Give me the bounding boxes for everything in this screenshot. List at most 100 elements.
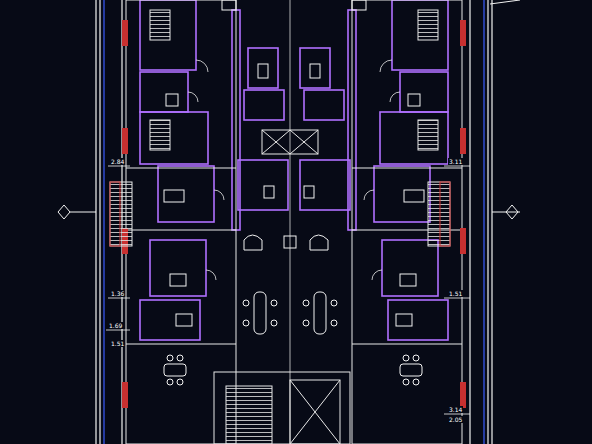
plan-stroke xyxy=(444,166,470,167)
plan-stroke xyxy=(140,300,200,340)
plan-stroke xyxy=(460,382,466,408)
unit-walls xyxy=(140,0,448,444)
plan-stroke xyxy=(262,130,318,154)
plan-stroke xyxy=(392,0,448,70)
plan-stroke xyxy=(58,205,70,219)
plan-stroke xyxy=(110,182,120,246)
dimension-label: 1.36 xyxy=(110,290,125,297)
plan-stroke xyxy=(364,190,374,200)
plan-stroke xyxy=(396,314,412,326)
plan-stroke xyxy=(258,64,268,78)
plan-stroke xyxy=(400,364,422,376)
plan-stroke xyxy=(122,382,128,408)
plan-stroke xyxy=(303,300,309,306)
plan-stroke xyxy=(158,166,214,222)
plan-stroke xyxy=(188,92,198,102)
plan-stroke xyxy=(304,186,314,198)
plan-stroke xyxy=(390,92,400,102)
plan-stroke xyxy=(380,112,448,164)
plan-stroke xyxy=(418,120,438,150)
plan-stroke xyxy=(483,0,484,444)
plan-stroke xyxy=(290,0,291,444)
plan-stroke xyxy=(150,120,170,150)
plan-stroke xyxy=(164,364,186,376)
plan-stroke xyxy=(166,94,178,106)
plan-stroke xyxy=(300,48,330,88)
plan-stroke xyxy=(99,0,100,444)
plan-stroke xyxy=(126,168,236,169)
dimension-label: 1.51 xyxy=(448,290,463,297)
plan-stroke xyxy=(400,72,448,112)
plan-stroke xyxy=(290,380,340,444)
plan-stroke xyxy=(300,160,350,210)
plan-stroke xyxy=(243,300,249,306)
plan-stroke xyxy=(108,298,130,299)
plan-stroke xyxy=(176,314,192,326)
plan-stroke xyxy=(413,355,419,361)
dimension-lines xyxy=(106,166,470,414)
plan-stroke xyxy=(140,0,196,70)
plan-stroke xyxy=(243,320,249,326)
door-swings xyxy=(188,60,400,280)
plan-stroke xyxy=(264,186,274,198)
plan-stroke xyxy=(110,182,132,246)
plan-stroke xyxy=(491,0,492,444)
plan-stroke xyxy=(214,372,350,444)
plan-stroke xyxy=(487,0,488,444)
plan-stroke xyxy=(460,128,466,154)
plan-stroke xyxy=(167,355,173,361)
plan-stroke xyxy=(352,168,462,169)
plan-stroke xyxy=(108,166,130,167)
plan-stroke xyxy=(140,72,188,112)
plan-stroke xyxy=(352,0,462,444)
plan-stroke xyxy=(380,60,392,72)
plan-stroke xyxy=(206,270,216,280)
plan-stroke xyxy=(170,274,186,286)
plan-stroke xyxy=(310,64,320,78)
plan-stroke xyxy=(331,320,337,326)
plan-stroke xyxy=(214,190,224,200)
plan-stroke xyxy=(382,240,438,296)
plan-stroke xyxy=(244,235,262,250)
plan-stroke xyxy=(140,112,208,164)
grid-lines xyxy=(104,0,484,444)
plan-stroke xyxy=(403,379,409,385)
plan-stroke xyxy=(271,300,277,306)
plan-stroke xyxy=(177,379,183,385)
plan-stroke xyxy=(440,182,450,246)
furniture xyxy=(164,0,424,385)
plan-stroke xyxy=(372,270,382,280)
plan-stroke xyxy=(418,10,438,40)
plan-stroke xyxy=(290,380,340,444)
plan-stroke xyxy=(164,190,184,202)
plan-stroke xyxy=(95,0,96,444)
plan-stroke xyxy=(150,10,170,40)
dimension-label: 3.11 xyxy=(448,158,463,165)
plan-stroke xyxy=(403,355,409,361)
plan-stroke xyxy=(314,292,326,334)
plan-stroke xyxy=(103,0,104,444)
plan-stroke xyxy=(126,344,236,345)
plan-stroke xyxy=(374,166,430,222)
plan-stroke xyxy=(469,0,470,444)
plan-stroke xyxy=(506,205,518,219)
plan-stroke xyxy=(254,292,266,334)
plan-stroke xyxy=(352,344,462,345)
plan-stroke xyxy=(122,128,128,154)
plan-stroke xyxy=(444,298,470,299)
plan-stroke xyxy=(238,160,288,210)
plan-stroke xyxy=(408,94,420,106)
plan-stroke xyxy=(400,274,416,286)
stairs xyxy=(110,10,450,444)
plan-stroke xyxy=(290,130,318,154)
plan-stroke xyxy=(352,0,366,10)
plan-stroke xyxy=(460,20,466,46)
plan-stroke xyxy=(167,379,173,385)
plan-stroke xyxy=(290,380,340,444)
dimension-label: 1.51 xyxy=(110,340,125,347)
dimension-label: 2.05 xyxy=(448,416,463,423)
plan-stroke xyxy=(196,60,208,72)
plan-stroke xyxy=(177,355,183,361)
